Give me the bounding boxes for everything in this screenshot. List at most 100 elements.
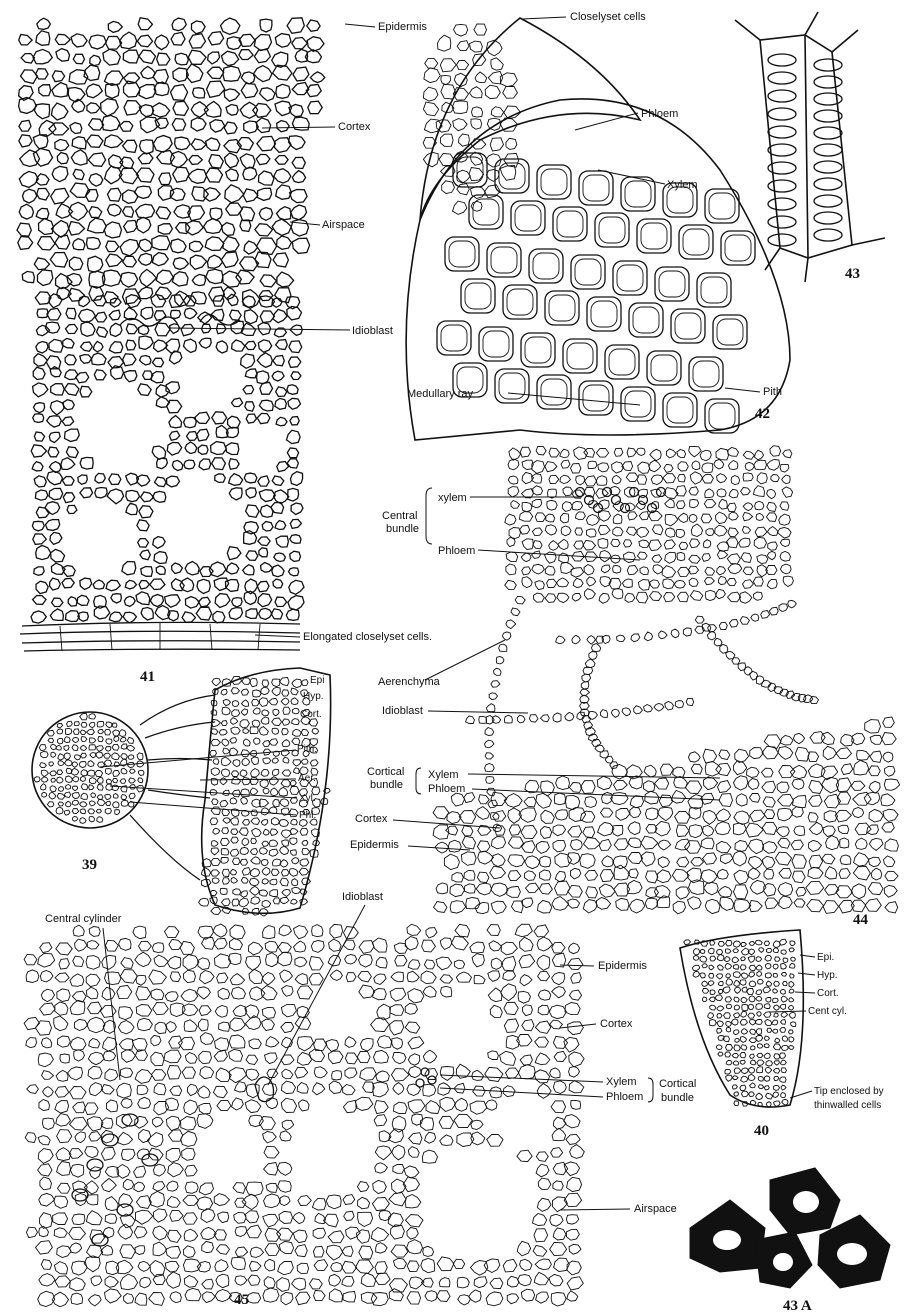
cell bbox=[80, 488, 93, 498]
cell bbox=[477, 841, 490, 852]
cell bbox=[342, 1276, 354, 1286]
cell bbox=[702, 964, 708, 968]
cell bbox=[751, 1100, 756, 1105]
cell bbox=[293, 760, 301, 766]
cell bbox=[100, 1005, 116, 1017]
cell bbox=[54, 1262, 67, 1274]
cell bbox=[278, 952, 292, 966]
cell bbox=[70, 974, 84, 986]
cell bbox=[251, 788, 258, 795]
cell bbox=[290, 850, 296, 855]
cell bbox=[613, 566, 621, 574]
cell bbox=[459, 134, 470, 146]
cell bbox=[184, 460, 195, 469]
fig40-label-centcyl: Cent cyl. bbox=[808, 1006, 847, 1017]
cell bbox=[613, 501, 623, 512]
cell bbox=[81, 793, 88, 799]
cell bbox=[280, 970, 293, 982]
cell bbox=[780, 1028, 786, 1033]
cell bbox=[789, 1046, 794, 1050]
cell bbox=[584, 565, 594, 576]
cell bbox=[441, 986, 452, 997]
cell bbox=[139, 50, 156, 63]
cell bbox=[746, 823, 764, 837]
cell bbox=[211, 729, 218, 735]
cell bbox=[273, 356, 284, 366]
cell bbox=[535, 1259, 551, 1270]
cell bbox=[718, 886, 732, 897]
vessel bbox=[633, 307, 659, 333]
cell bbox=[545, 462, 557, 472]
cell bbox=[211, 710, 217, 716]
cell bbox=[266, 953, 278, 967]
cell bbox=[727, 554, 740, 564]
cell bbox=[165, 1261, 179, 1272]
cell bbox=[70, 1087, 87, 1099]
cell bbox=[276, 417, 287, 426]
cell bbox=[393, 1083, 404, 1095]
cell bbox=[756, 957, 762, 962]
cell bbox=[186, 597, 200, 609]
cell bbox=[183, 955, 199, 970]
cell bbox=[733, 941, 740, 947]
cell bbox=[79, 309, 96, 322]
cell bbox=[260, 311, 274, 323]
figure-42: Closelyset cells Phloem Xylem Pith Medul… bbox=[406, 11, 790, 440]
cell bbox=[806, 881, 824, 894]
cell bbox=[211, 778, 218, 785]
cell bbox=[588, 461, 597, 468]
cell bbox=[242, 758, 250, 766]
cell bbox=[734, 997, 739, 1002]
cell bbox=[755, 450, 764, 460]
cell bbox=[500, 73, 517, 87]
cell bbox=[231, 718, 238, 725]
cell bbox=[51, 103, 68, 120]
cell bbox=[229, 608, 243, 620]
cell bbox=[138, 539, 149, 548]
cell bbox=[471, 1120, 483, 1129]
cell bbox=[598, 539, 608, 549]
cell bbox=[650, 449, 661, 460]
cell bbox=[167, 1066, 181, 1080]
cell bbox=[170, 1086, 182, 1096]
cell bbox=[766, 981, 771, 986]
cell bbox=[490, 1087, 502, 1098]
cell bbox=[735, 987, 741, 993]
cell bbox=[407, 1261, 419, 1272]
cell bbox=[279, 820, 288, 827]
cell bbox=[764, 810, 775, 819]
cell bbox=[344, 927, 359, 940]
cell bbox=[580, 854, 596, 869]
cell bbox=[532, 499, 542, 507]
cell bbox=[156, 207, 171, 219]
cell bbox=[37, 18, 51, 29]
cell bbox=[290, 809, 298, 817]
cell bbox=[281, 698, 289, 705]
cell bbox=[264, 1277, 275, 1289]
cell bbox=[538, 1005, 549, 1015]
vessel bbox=[549, 295, 575, 321]
cell bbox=[461, 852, 476, 866]
cell bbox=[108, 204, 122, 216]
cell bbox=[765, 964, 771, 969]
cell bbox=[202, 1279, 214, 1289]
cell bbox=[710, 941, 715, 946]
cell bbox=[673, 901, 685, 914]
cell bbox=[228, 294, 239, 305]
cell bbox=[612, 475, 621, 484]
cell bbox=[520, 975, 532, 986]
cell bbox=[63, 400, 74, 410]
cell bbox=[792, 807, 803, 818]
cell bbox=[689, 578, 698, 586]
cell bbox=[479, 795, 490, 804]
cell bbox=[454, 1098, 467, 1111]
cell bbox=[263, 829, 269, 835]
cell bbox=[678, 474, 686, 482]
cell bbox=[266, 1037, 279, 1047]
cell bbox=[258, 594, 272, 607]
cell bbox=[474, 1277, 487, 1288]
cell bbox=[167, 956, 180, 969]
cell bbox=[282, 740, 290, 747]
cell bbox=[564, 1193, 581, 1207]
cell bbox=[549, 448, 560, 457]
